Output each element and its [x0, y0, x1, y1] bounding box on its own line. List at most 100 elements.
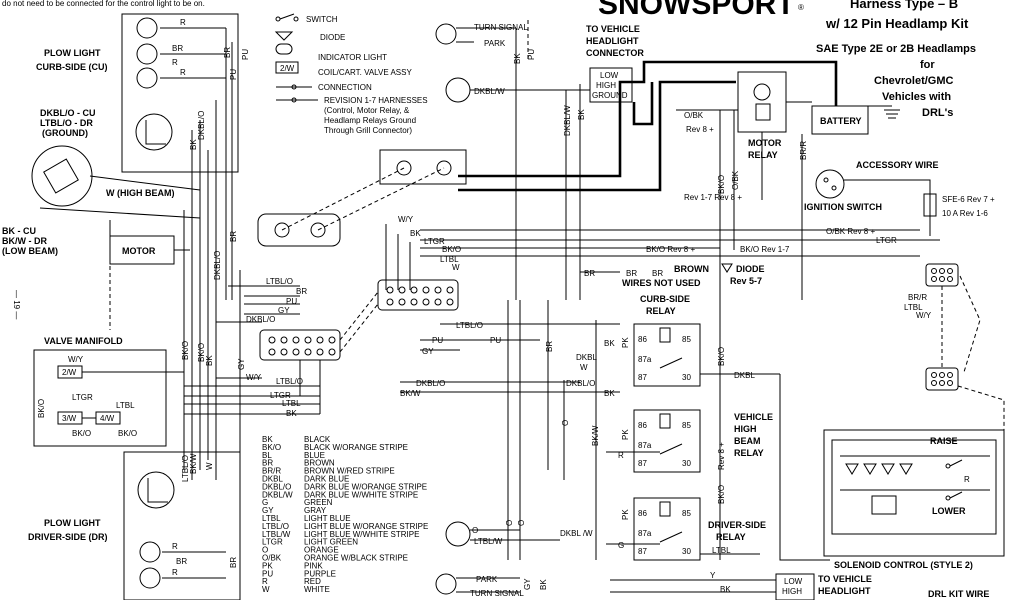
legend-code: LTBL/O [262, 522, 289, 531]
legend-name: LIGHT BLUE W/ORANGE STRIPE [304, 522, 428, 531]
svg-text:LTBL/O: LTBL/O [266, 277, 293, 286]
motor: MOTOR [109, 220, 190, 265]
legend-name: DARK BLUE W/WHITE STRIPE [304, 490, 418, 499]
legend-name: LIGHT GREEN [304, 538, 358, 547]
legend-code: LTGR [262, 538, 283, 547]
svg-text:W: W [580, 363, 588, 372]
symbol-coil-mark: 2/W [280, 64, 295, 73]
twelve-pin-connector-right [377, 279, 459, 311]
svg-text:BR: BR [626, 269, 637, 278]
relay-pin-label: 87a [638, 529, 652, 538]
svg-text:PK: PK [621, 337, 630, 348]
svg-text:PU: PU [432, 336, 443, 345]
svg-text:PK: PK [621, 429, 630, 440]
svg-text:BK/W: BK/W [591, 425, 600, 446]
harness-trunk: BK/O BK/O BK DKBL/O BR GY BK DKBL/O [181, 100, 246, 580]
legend-name: BROWN [304, 459, 335, 468]
svg-text:BK: BK [577, 109, 586, 120]
svg-text:CURB-SIDE (CU): CURB-SIDE (CU) [36, 62, 108, 72]
diode-icon [721, 263, 733, 273]
plow-light-driver-side: R R BR PLOW LIGHT DRIVER-SIDE (DR) LTBL/… [28, 451, 241, 600]
relay-pin-label: 86 [638, 421, 647, 430]
svg-text:RELAY: RELAY [734, 448, 764, 458]
brand-logo: SNOWSPORT [598, 0, 795, 21]
symbol-diode-label: DIODE [320, 33, 345, 42]
svg-text:DKBL/O: DKBL/O [246, 315, 275, 324]
legend-code: PU [262, 569, 273, 578]
svg-text:PU: PU [490, 336, 501, 345]
svg-text:PARK: PARK [484, 39, 506, 48]
svg-text:BROWN: BROWN [674, 264, 709, 274]
svg-text:HEADLIGHT: HEADLIGHT [586, 36, 639, 46]
svg-text:BK/O: BK/O [72, 429, 91, 438]
svg-text:DRIVER-SIDE: DRIVER-SIDE [708, 520, 766, 530]
svg-text:BK: BK [720, 585, 731, 594]
relay-pin-label: 87 [638, 373, 647, 382]
motor-cable-thick [458, 80, 736, 192]
svg-text:LOWER: LOWER [932, 506, 966, 516]
relay-pin-label: 30 [682, 373, 691, 382]
legend-code: PK [262, 561, 273, 570]
bus-lines: O/BK Rev 8 + LTGR BK/O Rev 8 + BK/O Rev … [385, 215, 940, 290]
svg-text:BR/R: BR/R [908, 293, 927, 302]
center-vertical-wires: BR BK/W O O O [505, 300, 600, 560]
svg-text:O: O [505, 520, 514, 526]
svg-text:R: R [172, 542, 178, 551]
svg-text:LTBL/O: LTBL/O [181, 455, 190, 482]
svg-text:LTBL: LTBL [904, 303, 923, 312]
svg-text:LTGR: LTGR [72, 393, 93, 402]
legend-code: DKBL/O [262, 482, 291, 491]
svg-text:CURB-SIDE: CURB-SIDE [640, 294, 690, 304]
svg-text:DKBL/O: DKBL/O [213, 251, 222, 280]
symbol-indicator-label: INDICATOR LIGHT [318, 53, 387, 62]
brown-wires-unused: BR BR BR BROWN WIRES NOT USED DIODE Rev … [580, 263, 765, 288]
headlamp-plug-left: DKBL/O - CU LTBL/O - DR (GROUND) W (HIGH… [2, 108, 201, 256]
legend-name: RED [304, 577, 321, 586]
title-line-6: Vehicles with [882, 91, 951, 103]
svg-text:BK/W: BK/W [189, 453, 198, 474]
symbol-revision-4: Through Grill Connector) [324, 126, 412, 135]
svg-text:HIGH: HIGH [596, 81, 616, 90]
svg-text:LTBL/O: LTBL/O [276, 377, 303, 386]
svg-text:W/Y: W/Y [246, 373, 262, 382]
legend-code: BR/R [262, 467, 281, 476]
svg-text:GY: GY [523, 578, 532, 590]
battery: BATTERY [786, 101, 900, 135]
relay-pin-label: 87 [638, 459, 647, 468]
legend-name: PURPLE [304, 569, 336, 578]
svg-text:W/Y: W/Y [68, 355, 84, 364]
svg-text:LTBL: LTBL [282, 399, 301, 408]
title-line-2: w/ 12 Pin Headlamp Kit [825, 16, 969, 31]
svg-text:RELAY: RELAY [716, 532, 746, 542]
svg-text:BK: BK [604, 389, 615, 398]
svg-text:DKBL/W: DKBL/W [474, 87, 505, 96]
svg-text:ACCESSORY WIRE: ACCESSORY WIRE [856, 160, 939, 170]
svg-text:BK/O: BK/O [118, 429, 137, 438]
svg-text:O/BK: O/BK [731, 170, 740, 190]
svg-text:BR: BR [176, 557, 187, 566]
legend-name: LIGHT BLUE W/WHITE STRIPE [304, 530, 419, 539]
legend-code: BL [262, 451, 272, 460]
legend-code: DKBL/W [262, 490, 293, 499]
svg-text:LTBL: LTBL [712, 546, 731, 555]
twelve-pin-connector-left [259, 329, 341, 361]
legend-name: PINK [304, 561, 323, 570]
svg-text:PARK: PARK [476, 575, 498, 584]
svg-text:3/W: 3/W [62, 414, 77, 423]
svg-text:O: O [472, 526, 478, 535]
svg-text:PLOW LIGHT: PLOW LIGHT [44, 48, 101, 58]
title-line-4: for [920, 59, 935, 71]
legend-code: R [262, 577, 268, 586]
svg-text:O/BK: O/BK [684, 111, 704, 120]
svg-text:BR: BR [229, 557, 238, 568]
svg-text:RELAY: RELAY [748, 150, 778, 160]
svg-text:LTBL: LTBL [116, 401, 135, 410]
svg-text:O: O [561, 420, 570, 426]
symbol-coil-label: COIL/CART. VALVE ASSY [318, 68, 412, 77]
svg-text:VALVE MANIFOLD: VALVE MANIFOLD [44, 336, 123, 346]
svg-text:RAISE: RAISE [930, 436, 958, 446]
svg-text:2/W: 2/W [62, 368, 77, 377]
svg-text:PLOW LIGHT: PLOW LIGHT [44, 518, 101, 528]
svg-text:O: O [517, 520, 526, 526]
